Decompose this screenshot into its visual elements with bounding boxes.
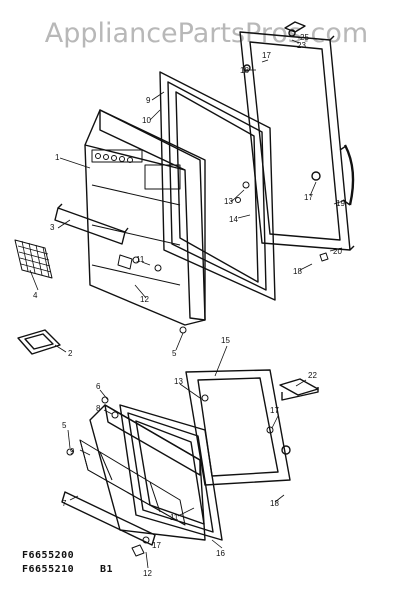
callout-11b: 11 [170,513,179,522]
freezer-door-gasket [159,71,276,301]
small-tray [17,329,61,355]
callout-18c: 18 [270,499,279,508]
grille-panel [14,239,53,279]
model-suffix: B1 [100,564,114,575]
model-number-1: F6655200 [22,550,75,561]
callout-17b: 17 [304,193,313,202]
callout-13: 13 [224,197,233,206]
callout-25: 25 [300,33,309,42]
callout-12: 12 [140,295,149,304]
callout-10: 10 [142,116,151,125]
callout-3: 3 [50,223,55,232]
callout-6: 6 [96,382,101,391]
model-number-2: F6655210 [22,564,75,575]
fresh-food-door-liner [79,404,206,541]
callout-2: 2 [68,349,73,358]
callout-22: 22 [308,371,317,380]
callout-11a: 11 [136,255,145,264]
callout-18b: 18 [293,267,302,276]
callout-13b: 13 [174,377,183,386]
callout-4: 4 [33,291,38,300]
callout-15: 15 [221,336,230,345]
callout-19: 19 [336,199,345,208]
callout-17a: 17 [262,51,271,60]
callout-12b: 12 [143,569,152,578]
bottom-shelf-rail [61,491,156,546]
fasteners [66,181,329,557]
callout-9: 9 [146,96,151,105]
callout-18a: 18 [240,66,249,75]
callout-1: 1 [55,153,60,162]
callout-7: 7 [62,499,67,508]
callout-17c: 17 [270,406,279,415]
callout-20: 20 [333,247,342,256]
callout-5: 5 [172,349,177,358]
door-shelf-bar [54,203,129,245]
freezer-outer-door [239,21,355,251]
callout-9b: 9 [70,447,75,456]
fresh-food-outer-door [185,369,319,486]
leader-lines [29,39,347,569]
callout-8: 8 [96,404,101,413]
watermark-text: AppliancePartsPros.com [44,18,369,49]
callout-labels: 1 3 4 2 5 11 12 10 9 13 14 15 18 17 23 2… [33,33,345,578]
callout-5b: 5 [62,421,67,430]
callout-17d: 17 [152,541,161,550]
freezer-door-liner [84,109,206,326]
callout-14: 14 [229,215,238,224]
callout-16: 16 [216,549,225,558]
callout-23: 23 [297,41,306,50]
